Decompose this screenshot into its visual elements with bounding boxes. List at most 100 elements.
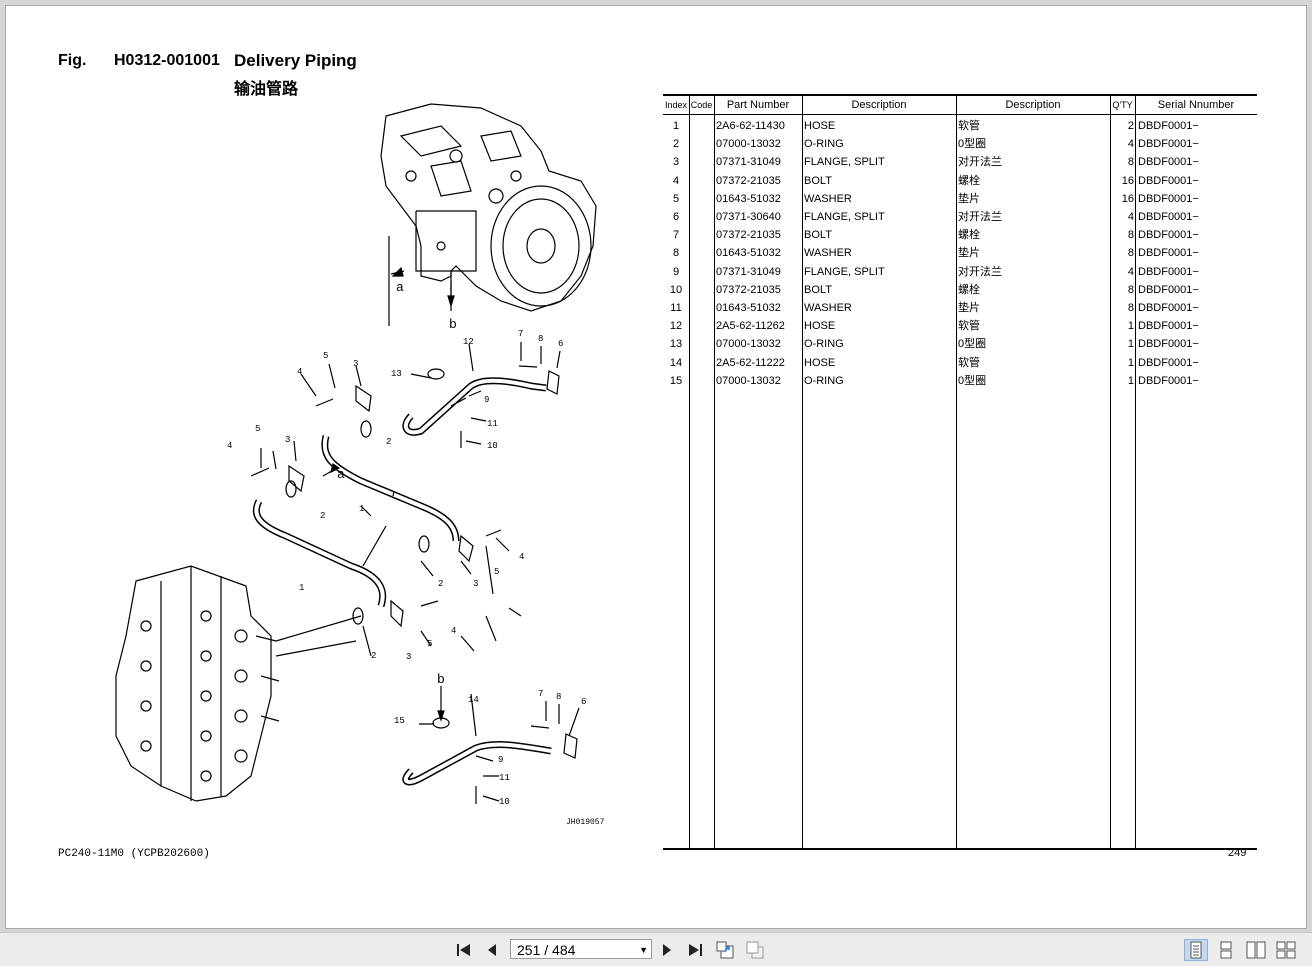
callout-1-b: 1: [299, 583, 304, 593]
pdf-viewer-toolbar: 251 / 484 ▼: [0, 932, 1312, 966]
callout-10-b: 10: [499, 797, 510, 807]
first-page-icon[interactable]: [453, 939, 475, 961]
cell-qty: 4: [1127, 265, 1134, 278]
cell-description: HOSE: [804, 356, 836, 369]
cell-description: BOLT: [804, 174, 832, 187]
cell-part-number: 2A6-62-11430: [716, 120, 785, 132]
next-page-icon[interactable]: [656, 939, 678, 961]
cell-serial: DBDF0001−: [1138, 320, 1199, 333]
header-part-number: Part Number: [714, 96, 802, 115]
callout-8-a: 8: [538, 334, 543, 344]
cell-part-number: 07000-13032: [716, 374, 781, 387]
cell-index: 12: [669, 320, 683, 333]
hydraulic-pump-illustration: [380, 103, 597, 326]
cell-serial: DBDF0001−: [1138, 138, 1199, 151]
callout-4-a: 4: [297, 367, 302, 377]
single-page-view-icon[interactable]: [1184, 939, 1208, 961]
cell-index: 10: [669, 283, 683, 296]
cell-serial: DBDF0001−: [1138, 120, 1199, 132]
callout-7-b: 7: [538, 689, 543, 699]
figure-code: H0312-001001: [114, 52, 220, 69]
cell-serial: DBDF0001−: [1138, 374, 1199, 387]
cell-part-number: 07000-13032: [716, 138, 781, 151]
cell-index: 3: [672, 156, 680, 169]
cell-description: WASHER: [804, 247, 852, 260]
cell-index: 9: [672, 265, 680, 278]
facing-view-icon[interactable]: [1244, 939, 1268, 961]
cell-description-cn: 对开法兰: [958, 156, 1002, 169]
callout-13: 13: [391, 369, 402, 379]
header-qty: Q'TY: [1110, 96, 1135, 115]
cell-qty: 16: [1121, 192, 1134, 205]
prev-page-icon[interactable]: [481, 939, 503, 961]
cell-part-number: 07371-30640: [716, 211, 781, 223]
chevron-down-icon: ▼: [639, 945, 648, 955]
callout-4-b: 4: [227, 441, 232, 451]
header-description: Description: [802, 96, 956, 115]
header-index: Index: [663, 96, 689, 115]
cell-description-cn: 螺栓: [958, 283, 980, 296]
cell-index: 14: [669, 356, 683, 369]
figure-title-cn: 输油管路: [234, 81, 299, 98]
callout-b-upper: b: [449, 317, 457, 332]
cell-description-cn: 0型圈: [958, 374, 987, 387]
cell-index: 8: [672, 247, 680, 260]
cell-index: 5: [672, 192, 680, 205]
cell-serial: DBDF0001−: [1138, 156, 1199, 169]
callout-3-a: 3: [353, 359, 358, 369]
cell-description: FLANGE, SPLIT: [804, 156, 885, 169]
cell-description: O-RING: [804, 338, 844, 351]
callout-5-b: 5: [255, 424, 260, 434]
cell-qty: 2: [1127, 120, 1134, 132]
extract-pages-icon[interactable]: [714, 939, 736, 961]
cell-description-cn: 0型圈: [958, 338, 987, 351]
cell-qty: 8: [1127, 247, 1134, 260]
callout-4-c: 4: [519, 552, 524, 562]
cell-serial: DBDF0001−: [1138, 302, 1199, 314]
continuous-facing-view-icon[interactable]: [1274, 939, 1298, 961]
page-number-select[interactable]: 251 / 484 ▼: [510, 939, 652, 959]
callout-1-a: 1: [359, 504, 364, 514]
callout-14: 14: [468, 695, 479, 705]
figure-title: Delivery Piping: [234, 51, 357, 70]
cell-part-number: 07371-31049: [716, 156, 781, 169]
callout-4-d: 4: [451, 626, 456, 636]
continuous-view-icon[interactable]: [1214, 939, 1238, 961]
cell-description-cn: 垫片: [958, 302, 980, 314]
header-serial: Serial Nnumber: [1135, 96, 1257, 115]
callout-3-c: 3: [473, 579, 478, 589]
cell-description: HOSE: [804, 120, 836, 132]
last-page-icon[interactable]: [684, 939, 706, 961]
cell-description-cn: 垫片: [958, 192, 980, 205]
cell-part-number: 2A5-62-11262: [716, 320, 785, 333]
cell-description-cn: 螺栓: [958, 174, 980, 187]
document-page: Fig. H0312-001001 Delivery Piping 输油管路: [5, 5, 1307, 929]
cell-index: 7: [672, 229, 680, 242]
callout-9-a: 9: [484, 395, 489, 405]
cell-description-cn: 对开法兰: [958, 265, 1002, 278]
header-description-cn: Description: [956, 96, 1110, 115]
copy-pages-icon[interactable]: [744, 939, 766, 961]
cell-description: FLANGE, SPLIT: [804, 265, 885, 278]
cell-part-number: 07372-21035: [716, 283, 781, 296]
cell-index: 1: [672, 120, 680, 132]
cell-serial: DBDF0001−: [1138, 229, 1199, 242]
callout-2-a: 2: [386, 437, 391, 447]
callout-5-c: 5: [494, 567, 499, 577]
cell-description: WASHER: [804, 302, 852, 314]
cell-qty: 4: [1127, 211, 1134, 223]
cell-part-number: 07372-21035: [716, 229, 781, 242]
cell-part-number: 07000-13032: [716, 338, 781, 351]
cell-description: BOLT: [804, 283, 832, 296]
cell-index: 13: [669, 338, 683, 351]
